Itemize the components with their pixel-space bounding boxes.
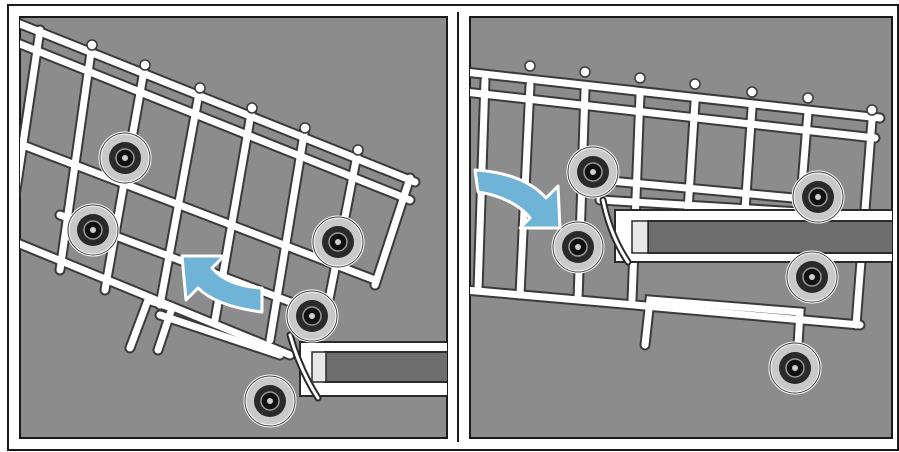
panel-left [10, 17, 460, 438]
panel-right [465, 17, 899, 438]
wheel-icon [793, 172, 843, 222]
wheel-icon [787, 252, 837, 302]
wheel-icon [770, 343, 820, 393]
wheel-icon [287, 291, 337, 341]
rail-right [603, 200, 899, 262]
wheel-icon [68, 205, 118, 255]
wheel-icon [568, 147, 618, 197]
wheel-icon [245, 376, 295, 426]
wheel-icon [100, 133, 150, 183]
rail-left [290, 335, 460, 398]
wheel-icon [553, 222, 603, 272]
wheel-icon [313, 217, 363, 267]
